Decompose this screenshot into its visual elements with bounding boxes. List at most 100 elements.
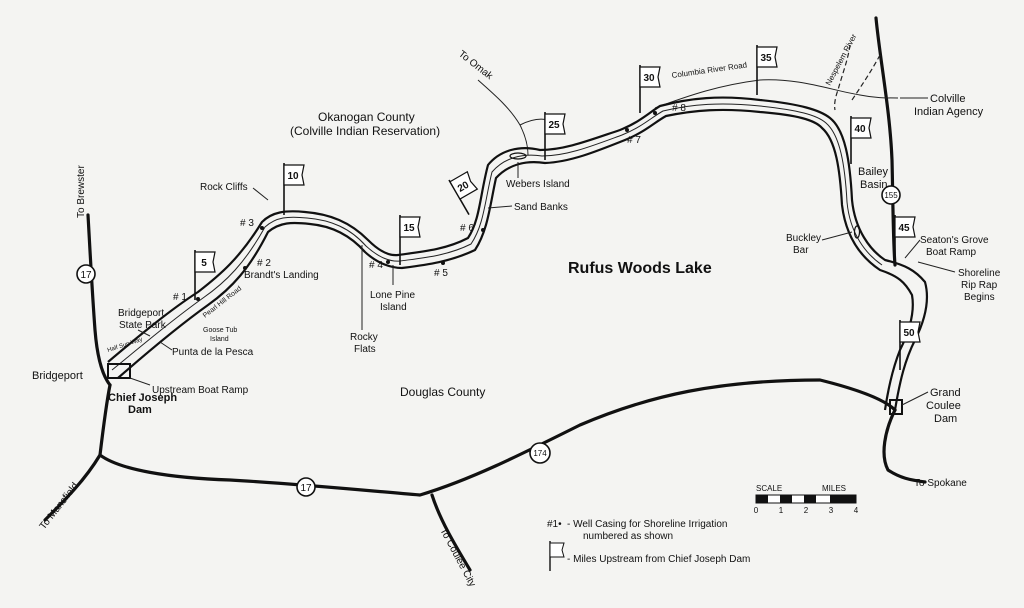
well-4: # 4 (369, 260, 390, 271)
spokane-road (882, 408, 927, 484)
punta-label: Punta de la Pesca (172, 347, 254, 358)
half-sun-way-label: Half Sun Way (107, 337, 144, 354)
svg-text:25: 25 (548, 120, 560, 131)
lone-pine-label-1: Lone Pine (370, 290, 415, 301)
legend: #1• - Well Casing for Shoreline Irrigati… (547, 519, 750, 571)
mile-flag-30: 30 (639, 65, 661, 113)
goose-tub-label-2: Island (210, 336, 229, 343)
svg-text:#1•: #1• (547, 519, 562, 530)
mile-flag-45: 45 (894, 215, 916, 263)
sand-banks-label: Sand Banks (514, 202, 568, 213)
nespelem-branch (851, 54, 881, 101)
to-brewster-label: To Brewster (76, 165, 87, 218)
bailey-label-1: Bailey (858, 166, 888, 178)
svg-text:- Miles Upstream from Chief Jo: - Miles Upstream from Chief Joseph Dam (567, 554, 750, 565)
omak-road-branch (519, 118, 549, 126)
grand-coulee-label-2: Coulee (926, 400, 961, 412)
svg-text:MILES: MILES (822, 484, 846, 493)
svg-text:SCALE: SCALE (756, 484, 782, 493)
lake-label: Rufus Woods Lake (568, 260, 712, 277)
grand-coulee-label-3: Dam (934, 413, 957, 425)
scale-bar: SCALE MILES 0 1 2 3 4 (754, 484, 859, 515)
svg-text:50: 50 (903, 328, 915, 339)
mile-flag-40: 40 (850, 116, 872, 164)
shoreline-label-3: Begins (964, 292, 995, 303)
lone-pine-label-2: Island (380, 302, 407, 313)
svg-text:# 5: # 5 (434, 268, 448, 279)
chief-joseph-dam (107, 363, 131, 379)
buckley-bar-label-2: Bar (793, 245, 809, 256)
bridgeport-sp-arrow (137, 329, 151, 337)
highway-155-shield: 155 (881, 185, 901, 205)
pearl-hill-road-label: Pearl Hill Road (202, 285, 243, 319)
svg-text:- Well Casing for Shoreline Ir: - Well Casing for Shoreline Irrigation (567, 519, 727, 530)
svg-text:30: 30 (643, 73, 655, 84)
svg-text:17: 17 (80, 270, 92, 281)
svg-text:# 2: # 2 (257, 258, 271, 269)
brandts-landing-label: Brandt's Landing (244, 270, 319, 281)
chief-joseph-dam-label-2: Dam (128, 404, 152, 416)
webers-island (509, 152, 527, 160)
upstream-ramp-arrow (129, 377, 151, 386)
rocky-flats-label-1: Rocky (350, 332, 378, 343)
rock-cliffs-label: Rock Cliffs (200, 182, 248, 193)
mile-flag-50: 50 (899, 320, 921, 370)
svg-text:# 6: # 6 (460, 223, 474, 234)
chief-joseph-dam-label-1: Chief Joseph (108, 392, 177, 404)
svg-text:4: 4 (854, 506, 859, 515)
mile-flag-25: 25 (544, 112, 566, 160)
mile-flag-35: 35 (756, 45, 778, 95)
colville-label-2: Indian Agency (914, 106, 984, 118)
well-7: # 7 (625, 128, 641, 146)
grand-coulee-label-1: Grand (930, 387, 961, 399)
shoreline-arrow (917, 261, 956, 273)
svg-text:numbered as shown: numbered as shown (583, 531, 673, 542)
well-2: # 2 (243, 258, 271, 270)
buckley-bar-label-1: Buckley (786, 233, 821, 244)
svg-text:17: 17 (300, 483, 312, 494)
river-inner-bank (111, 103, 883, 371)
to-spokane-label: To Spokane (914, 478, 967, 489)
seatons-label-2: Boat Ramp (926, 247, 976, 258)
highway-155-road (874, 16, 897, 267)
well-1: # 1 (173, 292, 200, 303)
mile-flag-15: 15 (399, 215, 421, 265)
goose-tub-label-1: Goose Tub (203, 327, 237, 334)
svg-text:20: 20 (456, 179, 472, 194)
grand-coulee-arrow (901, 391, 929, 406)
svg-text:174: 174 (533, 449, 547, 458)
highway-17-shield-south: 17 (296, 477, 316, 497)
well-6: # 6 (460, 223, 485, 234)
legend-flag-icon (549, 541, 565, 571)
well-5: # 5 (434, 261, 448, 279)
columbia-river-road-label: Columbia River Road (671, 60, 748, 79)
well-3: # 3 (240, 218, 264, 230)
svg-text:10: 10 (287, 171, 299, 182)
to-mansfield-label: To Mansfield (38, 481, 81, 532)
river-north-bank (107, 96, 929, 411)
svg-text:# 8: # 8 (672, 103, 686, 114)
svg-text:# 1: # 1 (173, 292, 187, 303)
svg-text:155: 155 (884, 191, 898, 200)
shoreline-label-2: Rip Rap (961, 280, 998, 291)
colville-label-1: Colville (930, 93, 965, 105)
svg-text:1: 1 (779, 506, 784, 515)
buckley-bar (853, 225, 861, 239)
mile-flag-20: 20 (448, 170, 479, 216)
bridgeport-label: Bridgeport (32, 370, 83, 382)
douglas-county-label: Douglas County (400, 385, 485, 399)
sand-banks-arrow (487, 205, 513, 209)
rock-cliffs-arrow (252, 187, 269, 201)
svg-text:# 3: # 3 (240, 218, 254, 229)
bridgeport-sp-label-2: State Park (119, 320, 167, 331)
okanogan-county-label: Okanogan County (318, 110, 415, 124)
river-south-bank (117, 108, 914, 411)
svg-text:0: 0 (754, 506, 759, 515)
bridgeport-sp-label-1: Bridgeport (118, 308, 164, 319)
omak-road (477, 79, 529, 156)
shoreline-label-1: Shoreline (958, 268, 1001, 279)
coulee-city-road (430, 493, 472, 572)
upstream-ramp-label: Upstream Boat Ramp (152, 385, 249, 396)
webers-island-label: Webers Island (506, 179, 570, 190)
svg-text:# 7: # 7 (627, 135, 641, 146)
